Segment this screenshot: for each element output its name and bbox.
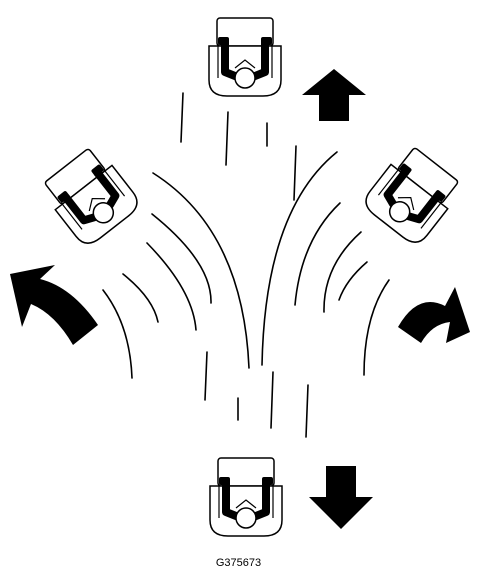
motion-line-right-2 [323, 231, 362, 313]
machine-bottom [210, 458, 282, 536]
motion-line-bottom-1 [204, 351, 208, 401]
motion-line-top-2 [225, 111, 229, 166]
figure-reference-code: G375673 [215, 557, 262, 569]
motion-line-bottom-3 [270, 371, 274, 429]
forward-arrow-icon [302, 69, 366, 121]
motion-line-center-right [261, 151, 338, 366]
right-turn-arrow-icon [398, 287, 470, 343]
machine-left [38, 143, 143, 249]
motion-line-right-4 [363, 279, 390, 376]
machine-right [360, 142, 465, 248]
motion-line-right-3 [338, 261, 368, 301]
motion-lines [102, 92, 390, 438]
motion-line-top-4 [293, 145, 297, 201]
motion-line-left-4 [102, 289, 133, 379]
motion-line-right-1 [294, 202, 341, 306]
motion-line-center-left [152, 172, 250, 369]
motion-line-left-1 [151, 213, 212, 304]
motion-line-left-3 [122, 273, 159, 323]
motion-line-top-1 [180, 92, 184, 143]
motion-line-left-2 [146, 242, 197, 331]
left-turn-arrow-icon [10, 265, 98, 345]
reverse-arrow-icon [309, 466, 373, 529]
motion-line-bottom-4 [305, 384, 309, 438]
machine-top [209, 18, 281, 96]
